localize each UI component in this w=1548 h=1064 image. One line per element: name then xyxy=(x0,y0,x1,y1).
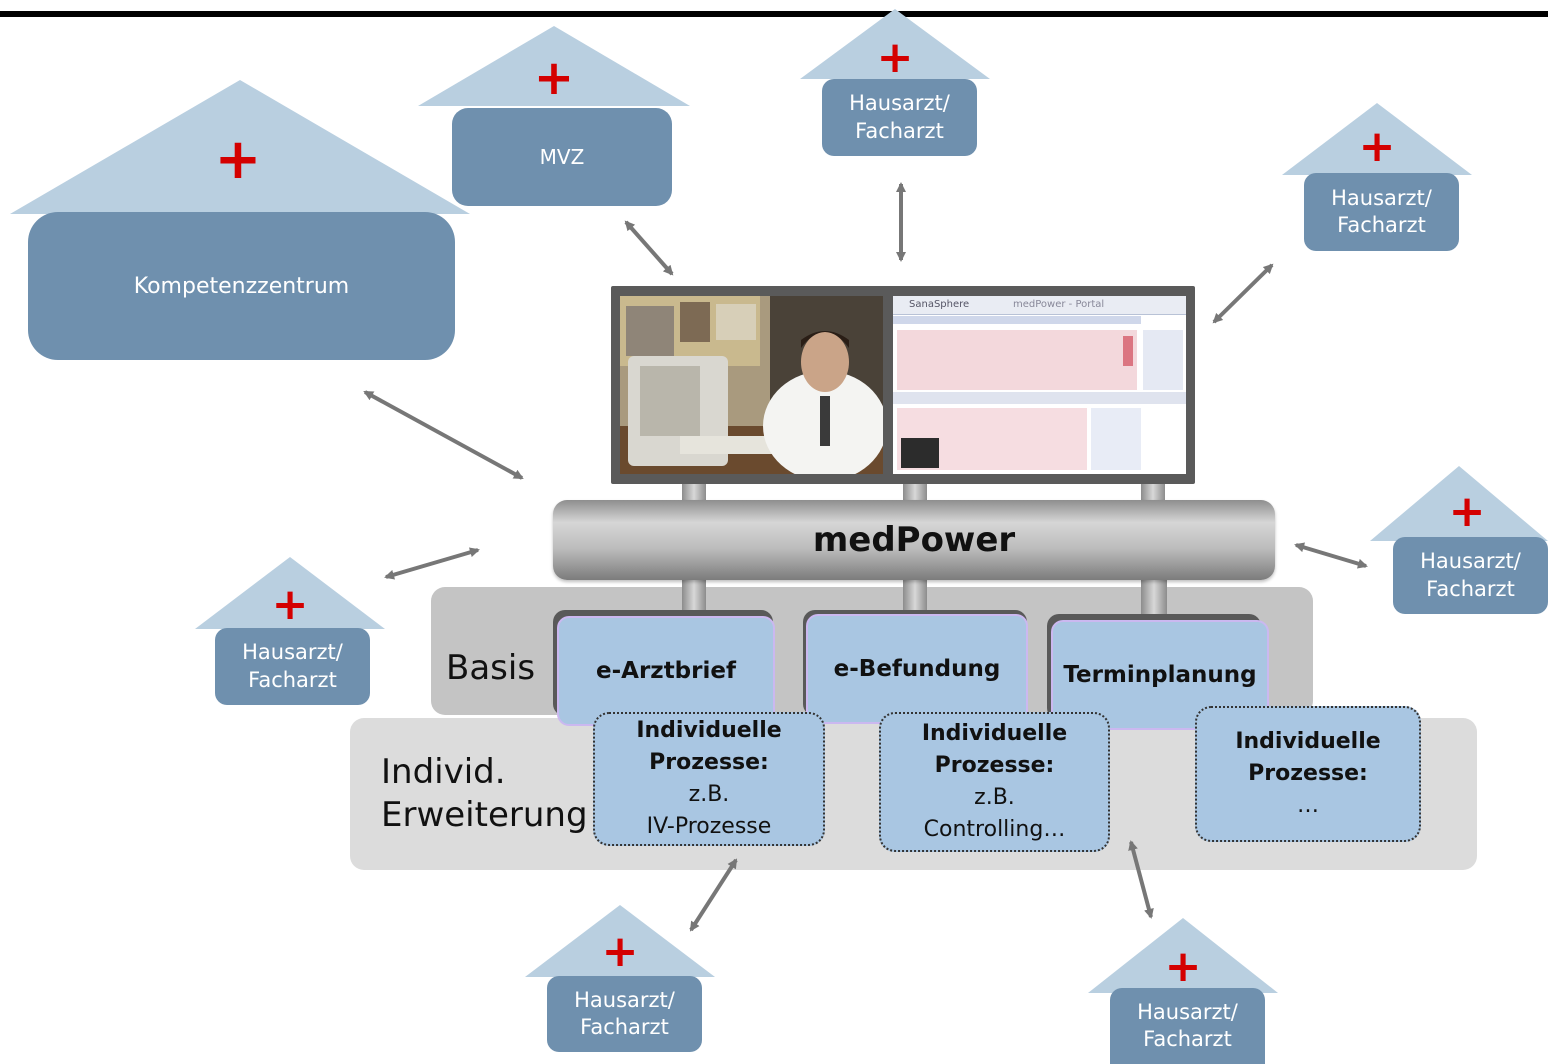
node-hausarzt-bottom-right: Hausarzt/ Facharzt xyxy=(1110,988,1265,1064)
module-terminplanung: Terminplanung xyxy=(1051,620,1269,730)
connector-pole xyxy=(682,484,706,504)
node-label-line2: Facharzt xyxy=(1426,576,1515,601)
individual-process-box: Individuelle Prozesse: z.B. Controlling… xyxy=(879,712,1110,852)
process-title: Individuelle xyxy=(636,718,782,744)
portal-content xyxy=(893,316,1186,470)
doctor-photo-graphic xyxy=(620,296,883,474)
cross-icon: + xyxy=(214,127,262,192)
node-hausarzt-top: Hausarzt/ Facharzt xyxy=(822,79,977,156)
double-arrow-icon xyxy=(689,858,738,932)
portal-brand: SanaSphere xyxy=(909,299,970,310)
node-label-line1: Hausarzt/ xyxy=(1331,185,1432,210)
top-rule xyxy=(0,11,1548,17)
cross-icon: + xyxy=(876,32,914,83)
connector-pole xyxy=(903,484,927,504)
module-e-befundung: e-Befundung xyxy=(806,614,1028,724)
roof-hausarzt-bottom-left xyxy=(525,905,715,977)
cross-icon: + xyxy=(1164,941,1202,992)
process-title: Individuelle xyxy=(921,721,1068,747)
roof-hausarzt-top xyxy=(800,9,990,79)
roof-mvz xyxy=(418,26,690,106)
node-label-line1: Hausarzt/ xyxy=(574,987,675,1012)
node-kompetenzzentrum: Kompetenzzentrum xyxy=(28,212,455,360)
portal-screenshot: SanaSphere medPower - Portal xyxy=(893,296,1186,474)
extension-label-line2: Erweiterung xyxy=(381,795,588,835)
double-arrow-icon xyxy=(1212,263,1274,324)
connector-pole xyxy=(903,576,927,616)
node-label-line1: Hausarzt/ xyxy=(1137,999,1238,1024)
process-text: z.B. xyxy=(688,782,730,807)
module-label: Terminplanung xyxy=(1063,662,1257,688)
node-label: MVZ xyxy=(539,145,585,169)
roof-hausarzt-upper-right xyxy=(1282,103,1472,175)
node-hausarzt-right: Hausarzt/ Facharzt xyxy=(1393,537,1548,614)
connector-pole xyxy=(1141,576,1167,616)
process-text: Controlling… xyxy=(923,816,1066,842)
individual-process-box: Individuelle Prozesse: z.B. IV-Prozesse xyxy=(593,712,825,846)
node-label-line2: Facharzt xyxy=(248,667,337,692)
basis-label: Basis xyxy=(446,648,536,688)
node-hausarzt-upper-right: Hausarzt/ Facharzt xyxy=(1304,173,1459,251)
cross-icon: + xyxy=(533,50,575,106)
double-arrow-icon xyxy=(1128,840,1154,919)
process-text: … xyxy=(1297,792,1319,818)
cross-icon: + xyxy=(1358,121,1396,172)
roof-hausarzt-right xyxy=(1370,466,1548,541)
roof-hausarzt-bottom-right xyxy=(1088,918,1278,993)
doctor-photo xyxy=(620,296,883,474)
process-title: Prozesse: xyxy=(934,753,1055,779)
double-arrow-icon xyxy=(384,547,480,580)
module-label: e-Arztbrief xyxy=(596,658,736,684)
process-text: IV-Prozesse xyxy=(646,813,772,839)
cross-icon: + xyxy=(271,579,309,630)
connector-pole xyxy=(1141,484,1165,504)
process-title: Individuelle xyxy=(1235,729,1381,754)
connector-pole xyxy=(682,576,706,616)
portal-header: SanaSphere medPower - Portal xyxy=(893,296,1186,315)
extension-label-line1: Individ. xyxy=(381,752,506,792)
node-label-line1: Hausarzt/ xyxy=(1420,549,1521,574)
node-label-line2: Facharzt xyxy=(1337,213,1426,237)
double-arrow-icon xyxy=(363,390,524,480)
roof-kompetenzzentrum xyxy=(10,80,470,214)
cross-icon: + xyxy=(601,926,639,977)
node-hausarzt-left: Hausarzt/ Facharzt xyxy=(215,628,370,705)
individual-process-box: Individuelle Prozesse: … xyxy=(1195,706,1421,842)
node-label-line1: Hausarzt/ xyxy=(849,91,950,116)
bus-label: medPower xyxy=(812,520,1016,560)
process-title: Prozesse: xyxy=(649,750,769,776)
process-title: Prozesse: xyxy=(1248,760,1368,786)
module-e-arztbrief: e-Arztbrief xyxy=(557,616,775,726)
node-label-line1: Hausarzt/ xyxy=(242,640,343,665)
double-arrow-icon xyxy=(624,220,674,276)
portal-title: medPower - Portal xyxy=(1013,299,1105,310)
node-label-line2: Facharzt xyxy=(1143,1027,1232,1051)
node-label-line2: Facharzt xyxy=(855,118,944,143)
node-mvz: MVZ xyxy=(452,108,672,206)
node-hausarzt-bottom-left: Hausarzt/ Facharzt xyxy=(547,976,702,1052)
roof-hausarzt-left xyxy=(195,557,385,629)
process-text: z.B. xyxy=(974,785,1015,810)
node-label-line2: Facharzt xyxy=(580,1015,669,1039)
double-arrow-icon xyxy=(1294,542,1368,569)
cross-icon: + xyxy=(1448,486,1486,537)
module-label: e-Befundung xyxy=(833,656,1001,682)
node-label: Kompetenzzentrum xyxy=(133,273,350,299)
medpower-bus: medPower xyxy=(553,500,1275,580)
